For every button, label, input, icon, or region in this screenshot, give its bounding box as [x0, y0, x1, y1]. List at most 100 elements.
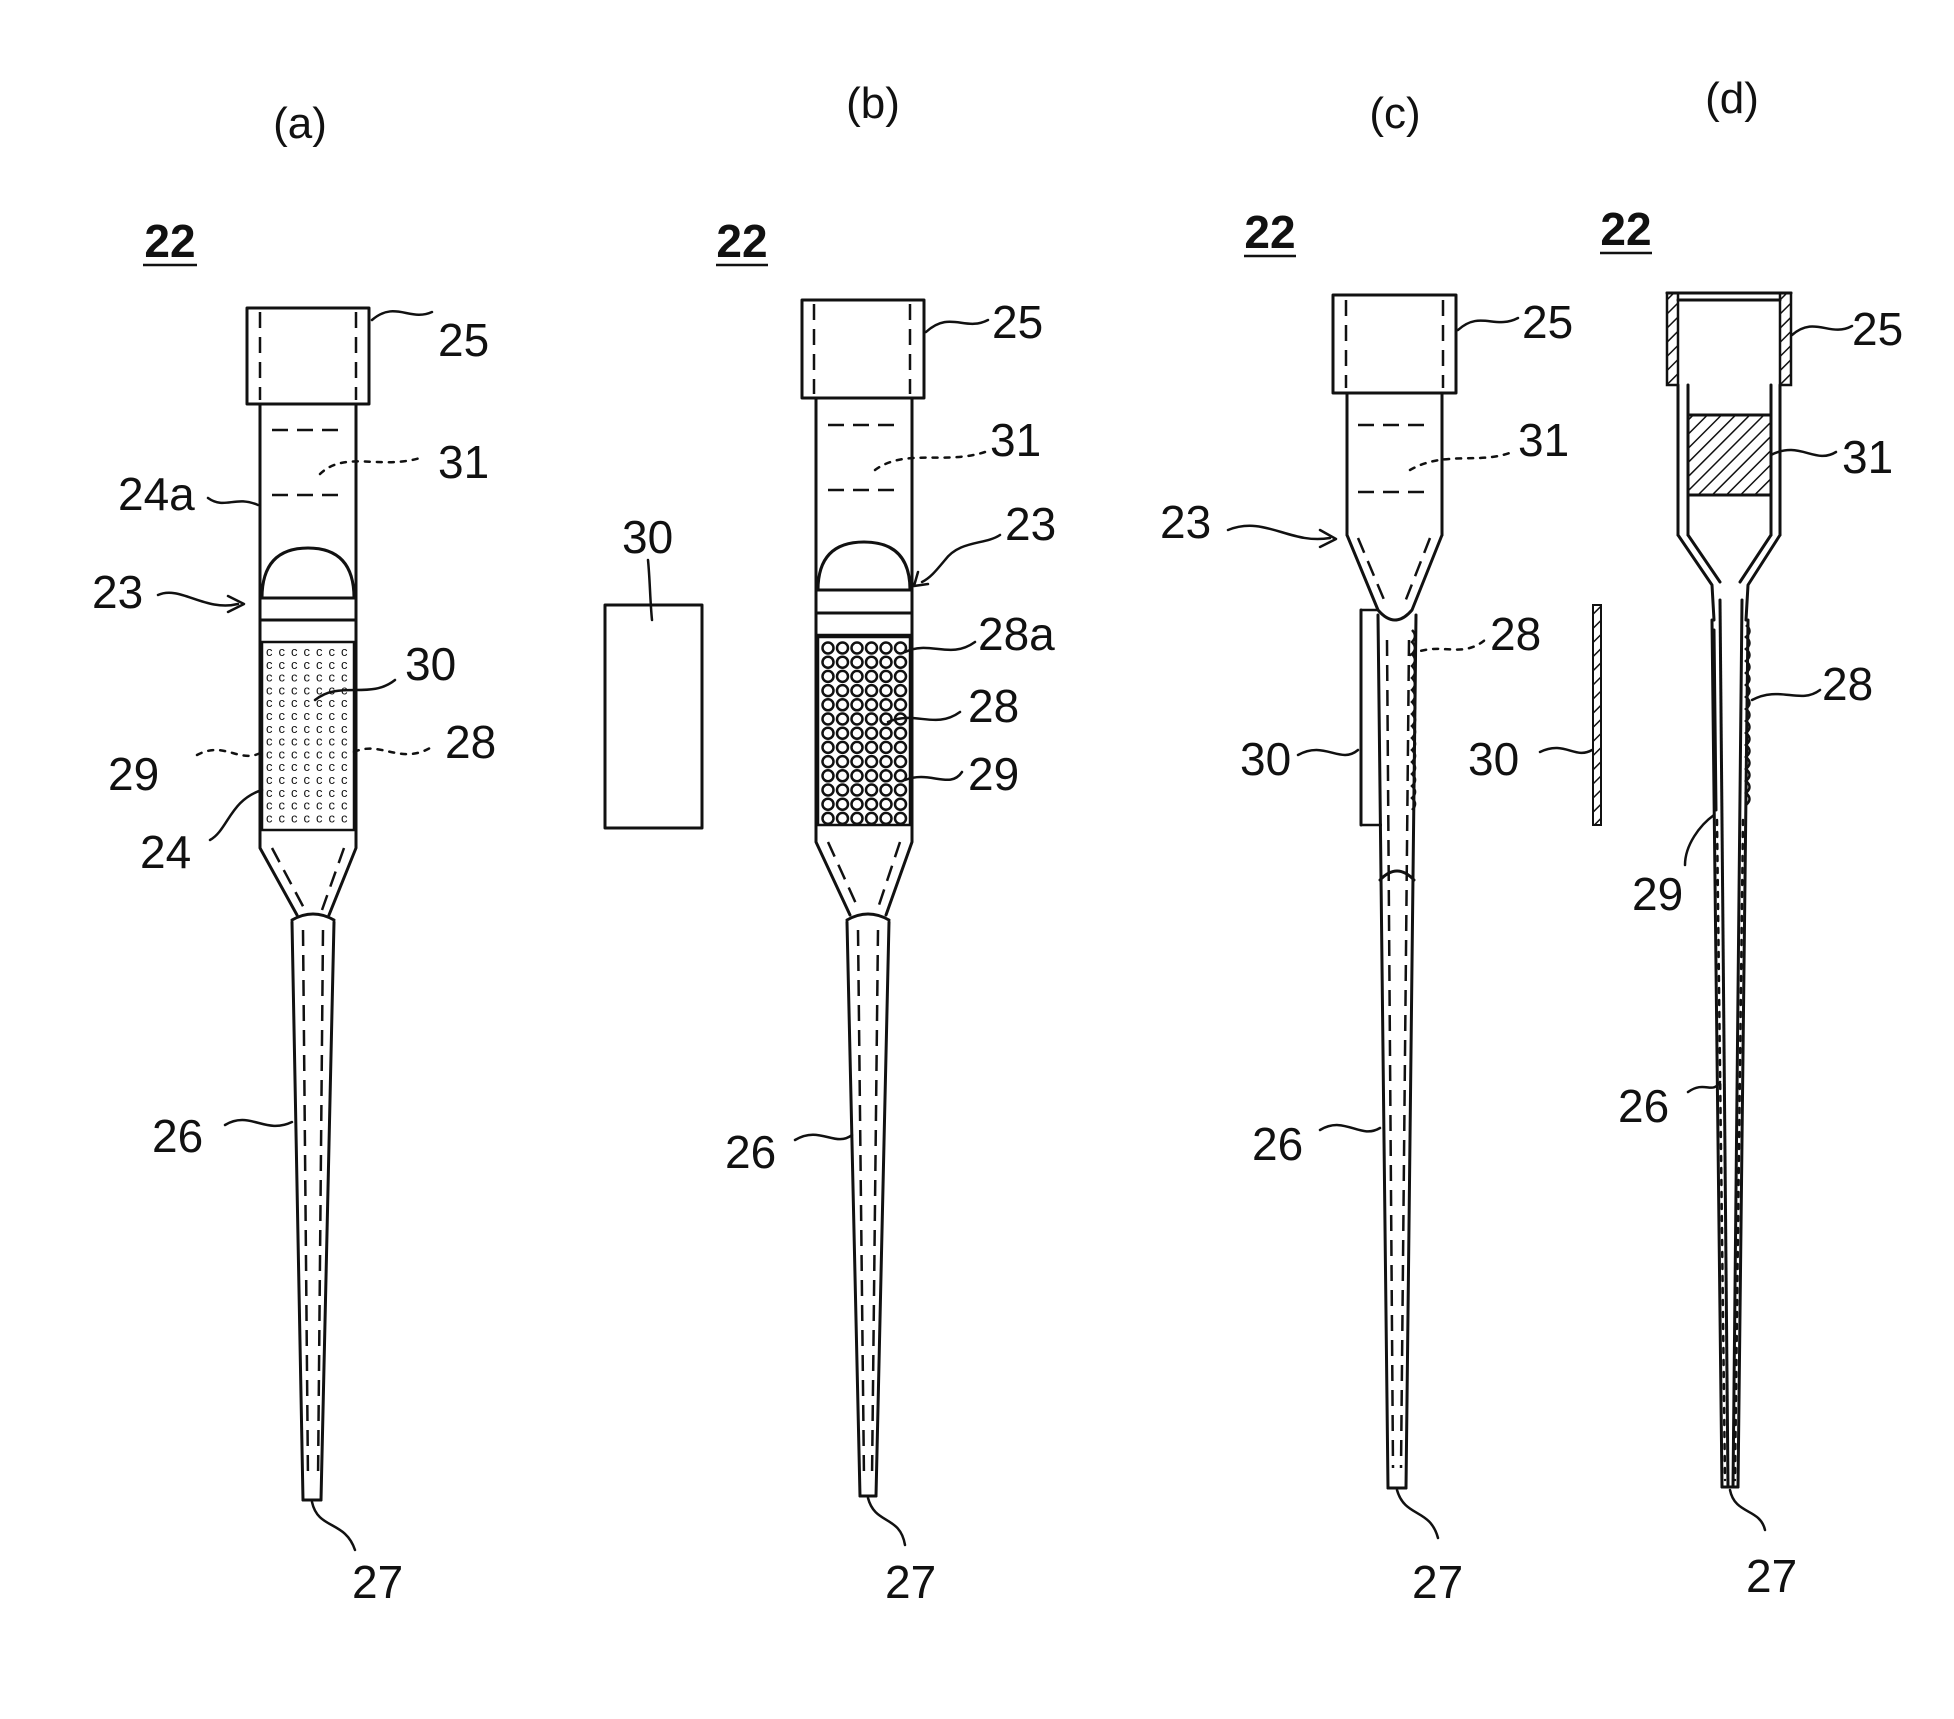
- panel-d-label-26: 26: [1618, 1080, 1669, 1132]
- pore-circle: [881, 671, 892, 682]
- pore-circle: [881, 685, 892, 696]
- panel-a-ref-number: 22: [144, 215, 195, 267]
- pore-circle: [837, 785, 848, 796]
- pore-circle: [866, 742, 877, 753]
- panel-c-label-23: 23: [1160, 496, 1211, 548]
- pore-mark: c: [341, 810, 348, 825]
- pore-circle: [881, 770, 892, 781]
- panel-a-pipette-tip: cccccccccccccccccccccccccccccccccccccccc…: [247, 308, 369, 1500]
- panel-d-plug: [1688, 415, 1771, 495]
- pore-circle: [823, 685, 834, 696]
- pore-mark: c: [329, 810, 336, 825]
- pore-circle: [866, 714, 877, 725]
- pore-circle: [895, 813, 906, 824]
- pore-circle: [881, 756, 892, 767]
- panel-a-label-23: 23: [92, 566, 143, 618]
- panel-a-label-28: 28: [445, 716, 496, 768]
- pore-circle: [881, 699, 892, 710]
- pore-circle: [895, 671, 906, 682]
- pore-circle: [823, 671, 834, 682]
- panel-c-pipette-tip: [1333, 295, 1456, 1488]
- pore-circle: [852, 813, 863, 824]
- pore-circle: [823, 799, 834, 810]
- pore-circle: [823, 714, 834, 725]
- panel-a-label-29: 29: [108, 748, 159, 800]
- pore-circle: [852, 799, 863, 810]
- pore-circle: [823, 813, 834, 824]
- pore-circle: [866, 728, 877, 739]
- pore-circle: [852, 728, 863, 739]
- pore-circle: [837, 657, 848, 668]
- panel-d-label-29: 29: [1632, 868, 1683, 920]
- pore-mark: c: [279, 810, 286, 825]
- panel-d-label-28: 28: [1822, 658, 1873, 710]
- panel-b-label-28a: 28a: [978, 608, 1055, 660]
- pore-mark: c: [266, 810, 273, 825]
- pore-circle: [837, 813, 848, 824]
- panel-c-sheet-edge: [1593, 605, 1601, 825]
- panel-c-label-30-right: 30: [1468, 733, 1519, 785]
- panel-d-cap-wall-right: [1780, 293, 1791, 385]
- panel-a-label-26: 26: [152, 1110, 203, 1162]
- panel-a-label-24a: 24a: [118, 468, 195, 520]
- pore-circle: [866, 770, 877, 781]
- pore-circle: [866, 756, 877, 767]
- panel-d-cap-wall-left: [1667, 293, 1678, 385]
- panel-c-ref-number: 22: [1244, 206, 1295, 258]
- pore-circle: [895, 657, 906, 668]
- pore-circle: [881, 714, 892, 725]
- panel-b-sheet: [605, 605, 702, 828]
- panel-d-pipette-tip-section: [1667, 293, 1791, 1487]
- panel-a-label: (a): [273, 99, 327, 148]
- panel-a-pores: cccccccccccccccccccccccccccccccccccccccc…: [266, 644, 348, 825]
- pore-circle: [881, 799, 892, 810]
- pore-circle: [866, 799, 877, 810]
- panel-a-label-24: 24: [140, 826, 191, 878]
- panel-d-label-27: 27: [1746, 1550, 1797, 1602]
- panel-c-label-26: 26: [1252, 1118, 1303, 1170]
- pore-circle: [895, 742, 906, 753]
- pore-circle: [823, 699, 834, 710]
- panel-b-label-25: 25: [992, 296, 1043, 348]
- pore-circle: [823, 770, 834, 781]
- panel-a: (a) 22 ccccccccccccccccccccccccccccccccc…: [92, 99, 496, 1608]
- pore-circle: [881, 742, 892, 753]
- pore-circle: [895, 699, 906, 710]
- pore-mark: c: [304, 810, 311, 825]
- pore-circle: [895, 785, 906, 796]
- pore-circle: [881, 643, 892, 654]
- pore-circle: [866, 671, 877, 682]
- pore-circle: [837, 671, 848, 682]
- pore-circle: [866, 785, 877, 796]
- pore-circle: [881, 813, 892, 824]
- pore-circle: [837, 756, 848, 767]
- pore-circle: [895, 728, 906, 739]
- pore-circle: [823, 785, 834, 796]
- panel-a-label-30: 30: [405, 638, 456, 690]
- panel-b-label-30: 30: [622, 511, 673, 563]
- pore-circle: [866, 657, 877, 668]
- panel-d-label: (d): [1705, 74, 1759, 123]
- pore-circle: [823, 756, 834, 767]
- panel-b-label-23: 23: [1005, 498, 1056, 550]
- panel-b-cap: [802, 300, 924, 398]
- panel-a-joint-dome: [262, 548, 354, 598]
- panel-c-label-31: 31: [1518, 414, 1569, 466]
- pore-circle: [852, 756, 863, 767]
- panel-b-ref-number: 22: [716, 215, 767, 267]
- pore-circle: [895, 756, 906, 767]
- panel-b-pipette-tip: [802, 300, 924, 1496]
- panel-a-label-31: 31: [438, 436, 489, 488]
- pore-circle: [852, 643, 863, 654]
- panel-a-cap: [247, 308, 369, 404]
- panel-d-label-31: 31: [1842, 431, 1893, 483]
- panel-b-label: (b): [846, 79, 900, 128]
- panel-c-label-27: 27: [1412, 1556, 1463, 1608]
- pore-circle: [852, 742, 863, 753]
- pore-circle: [852, 657, 863, 668]
- pore-circle: [895, 799, 906, 810]
- pore-mark: c: [291, 810, 298, 825]
- pore-circle: [881, 657, 892, 668]
- pore-circle: [866, 699, 877, 710]
- pore-mark: c: [316, 810, 323, 825]
